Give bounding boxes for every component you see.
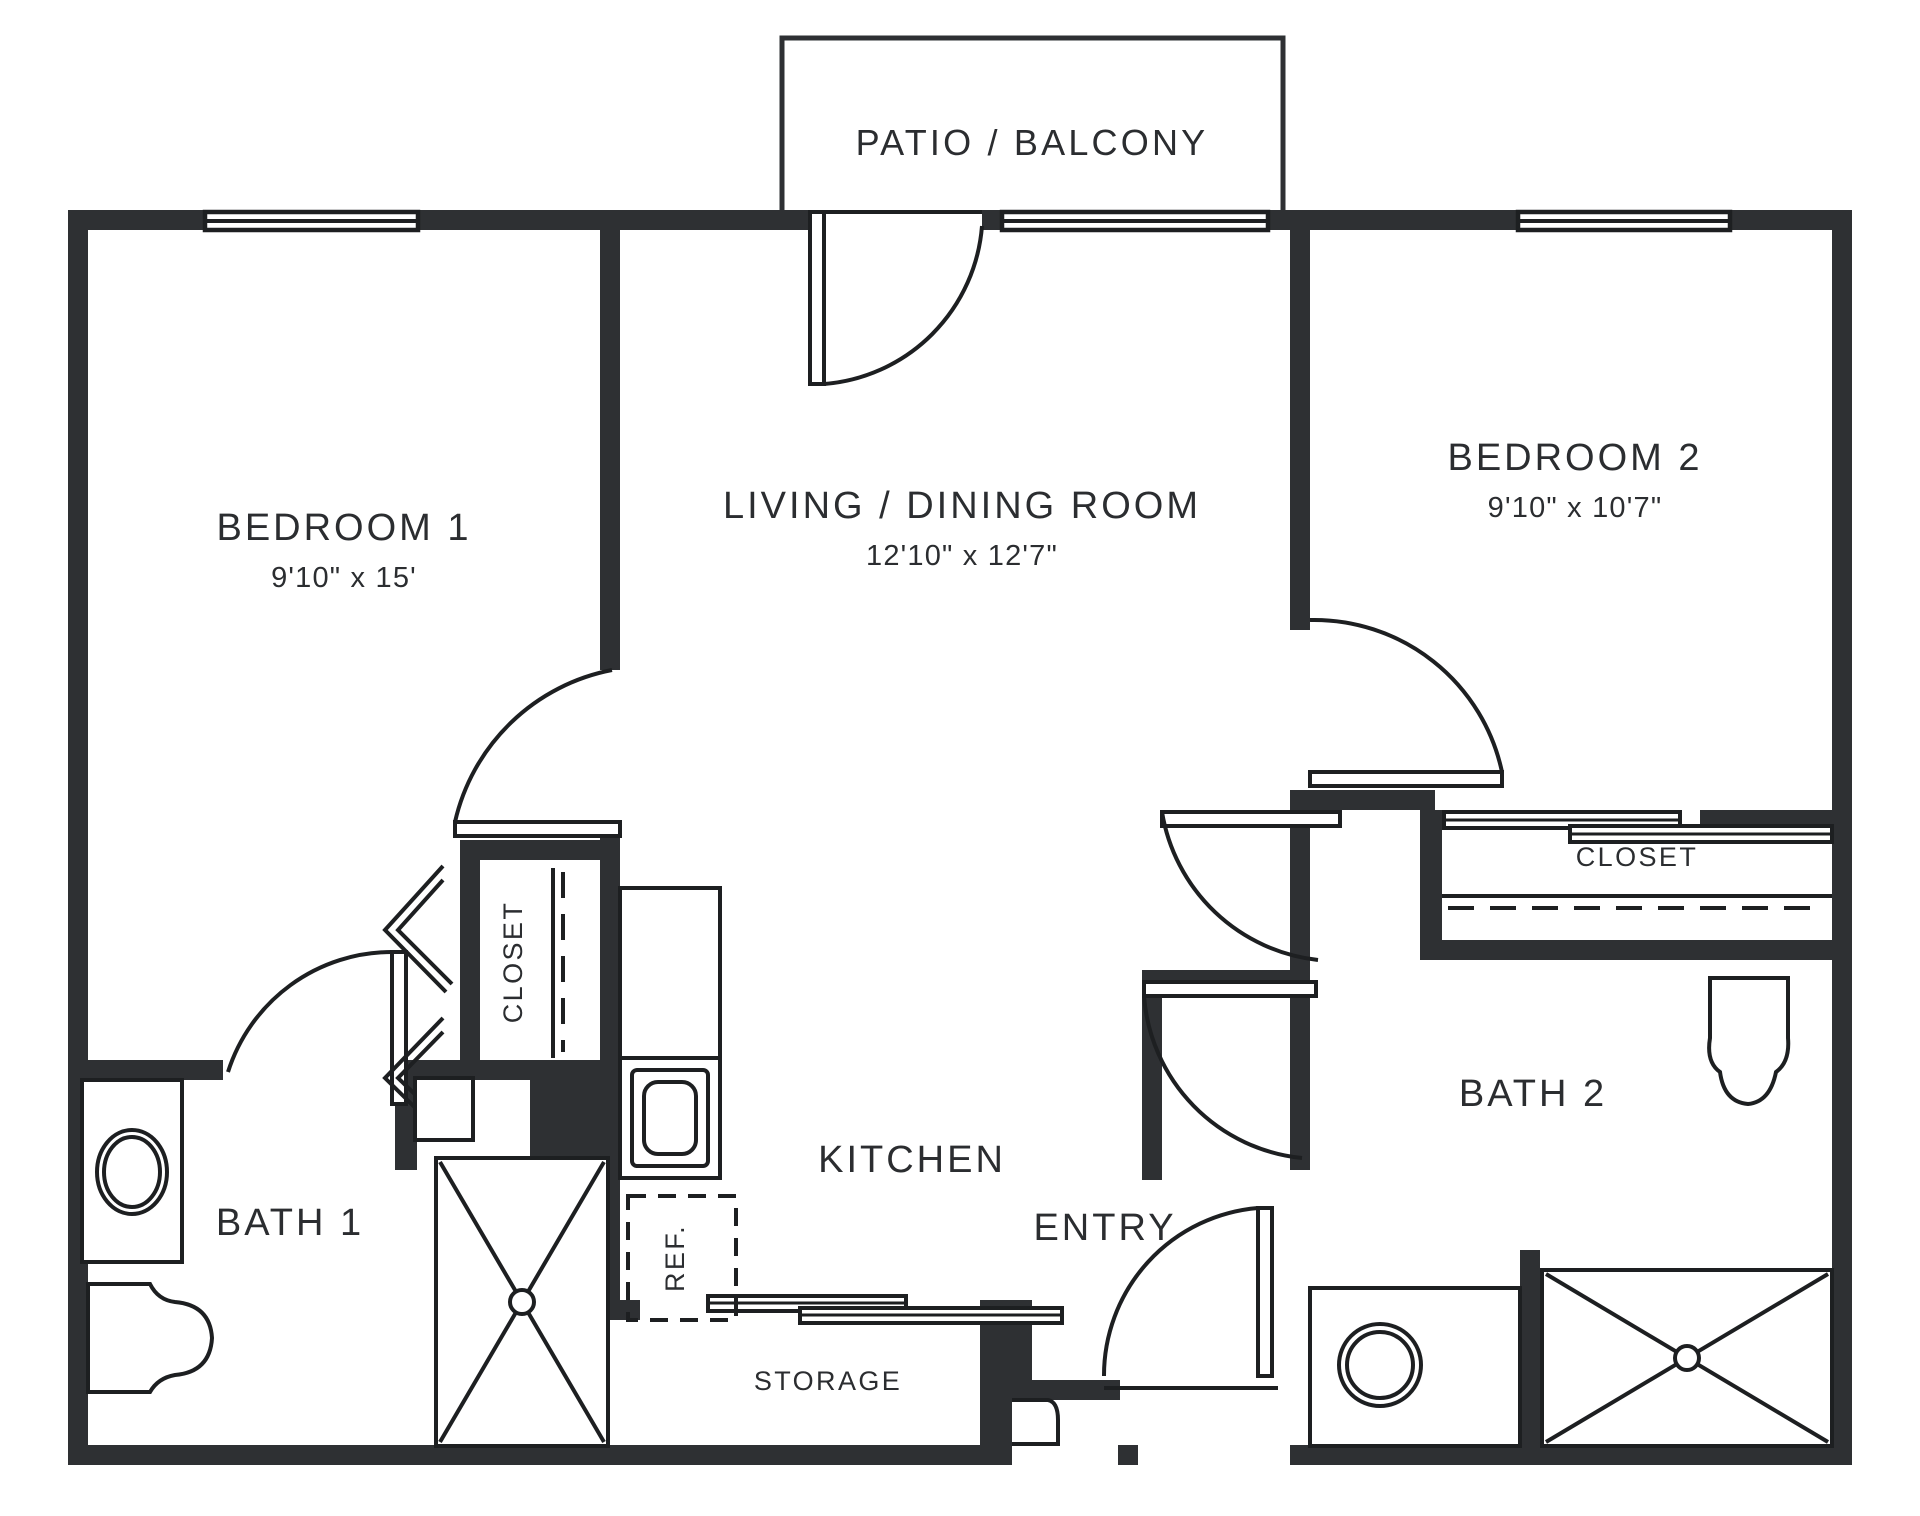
bath1-label: BATH 1 [216,1202,364,1244]
bedroom1-door[interactable] [453,668,622,838]
bath1-wall-notch [413,1076,475,1142]
label-patio: PATIO / BALCONY [856,122,1209,163]
storage-label: STORAGE [754,1366,902,1396]
patio-door[interactable] [808,210,984,386]
label-kitchen: KITCHEN [818,1139,1006,1181]
bedroom1-dimensions: 9'10" x 15' [271,562,417,594]
kitchen-label: KITCHEN [818,1139,1006,1181]
bedroom2-label: BEDROOM 2 [1447,437,1702,479]
bath2-door[interactable] [1142,980,1318,1160]
bedroom1-window [202,209,421,233]
bath1-toilet [86,1282,215,1394]
bath1-vanity-sink [80,1078,184,1264]
bath1-shower [434,1156,610,1448]
bedroom1-label: BEDROOM 1 [216,507,471,549]
living-label: LIVING / DINING ROOM [723,485,1201,527]
label-closet-bedroom2: CLOSET [1576,842,1698,872]
patio-outline [779,35,1286,220]
bedroom2-window [1515,209,1733,233]
closet-bedroom2-label: CLOSET [1576,842,1698,872]
closet-bedroom1-shelf [551,868,565,1058]
refrigerator-outline [626,1194,738,1322]
living-dimensions: 12'10" x 12'7" [866,540,1058,572]
bath2-vanity-sink [1308,1286,1522,1448]
label-bath2: BATH 2 [1459,1073,1607,1115]
closet-bedroom1-label: CLOSET [498,901,528,1023]
closet-bedroom2-shelf [1442,894,1832,910]
bath2-label: BATH 2 [1459,1073,1607,1115]
patio-label: PATIO / BALCONY [856,122,1209,163]
bath2-shower [1540,1268,1834,1448]
label-bedroom1: BEDROOM 1 9'10" x 15' [216,507,471,594]
storage-notch [1012,1398,1060,1446]
hall-closet-door[interactable] [1160,810,1342,962]
label-bedroom2: BEDROOM 2 9'10" x 10'7" [1447,437,1702,524]
label-entry: ENTRY [1033,1207,1176,1249]
bath1-door[interactable] [226,950,408,1106]
bath2-toilet [1707,976,1791,1107]
label-storage: STORAGE [754,1366,902,1396]
label-living: LIVING / DINING ROOM 12'10" x 12'7" [723,485,1201,572]
bedroom2-door[interactable] [1308,617,1504,788]
entry-door[interactable] [1101,1206,1278,1390]
bedroom2-dimensions: 9'10" x 10'7" [1488,492,1663,524]
refrigerator-label: REF. [660,1224,690,1292]
label-bath1: BATH 1 [216,1202,364,1244]
closet-bedroom2-doors[interactable] [1442,810,1834,844]
living-patio-window [999,209,1271,233]
label-closet-bedroom1: CLOSET [498,901,528,1023]
kitchen-counter [618,886,722,1180]
label-refrigerator: REF. [660,1224,690,1292]
entry-label: ENTRY [1033,1207,1176,1249]
storage-doors[interactable] [706,1294,1064,1325]
